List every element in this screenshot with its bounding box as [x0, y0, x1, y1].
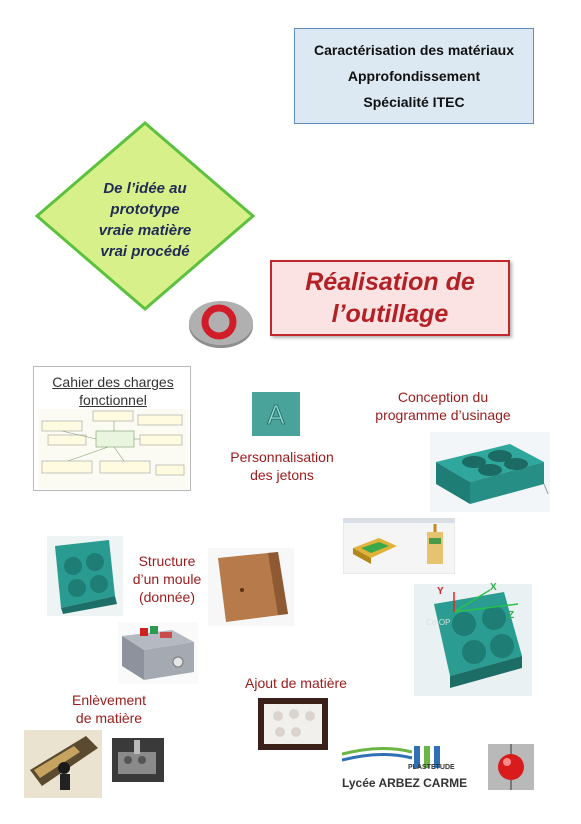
function-diagram-image	[38, 409, 188, 489]
concept-diamond	[34, 121, 256, 311]
plastetude-logo-text: PLASTETUDE	[408, 764, 455, 771]
plastetude-logo-graphic	[342, 746, 440, 768]
header-line-1: Caractérisation des matériaux	[314, 42, 514, 58]
svg-text:A: A	[267, 401, 285, 431]
cahier-title-line-2: fonctionnel	[79, 392, 147, 408]
cahier-title-line-1: Cahier des charges	[52, 374, 174, 390]
brown-mould-plate-image	[208, 548, 294, 626]
cad-axis-y: Y	[437, 586, 444, 597]
cad-axes-mould-image	[414, 584, 532, 696]
diamond-line-4: vrai procédé	[100, 243, 190, 260]
lycee-logo-text: Lycée ARBEZ CARME	[342, 776, 468, 790]
mould-structure-image	[47, 536, 123, 616]
conception-label: Conception du programme d’usinage	[375, 389, 511, 423]
printed-part-image	[258, 698, 328, 750]
diamond-line-3: vraie matière	[98, 222, 192, 239]
cad-axis-x: X	[490, 582, 497, 593]
realisation-line-2: l’outillage	[331, 300, 449, 328]
cad-origin-label: Co-OP	[426, 618, 451, 627]
machined-block-image	[118, 622, 198, 684]
header-line-3: Spécialité ITEC	[363, 94, 465, 110]
milling-tool-photo	[24, 730, 102, 798]
cam-software-screenshot	[343, 518, 455, 574]
diamond-line-1: De l’idée au	[103, 180, 187, 197]
concept-diamond-text: De l’idée au prototype vraie matière vra…	[70, 178, 220, 262]
cahier-des-charges-panel: Cahier des charges fonctionnel	[33, 366, 191, 491]
course-header-box: Caractérisation des matériaux Approfondi…	[294, 28, 534, 124]
header-line-2: Approfondissement	[347, 68, 481, 84]
letter-a-token-image: A	[252, 392, 300, 436]
cad-axis-z: Z	[508, 610, 515, 621]
diamond-line-2: prototype	[110, 201, 180, 218]
cnc-machine-photo	[112, 738, 164, 782]
token-image	[189, 301, 253, 348]
realisation-title-box: Réalisation de l’outillage	[270, 260, 510, 336]
structure-label: Structure d’un moule (donnée)	[132, 553, 202, 605]
cahier-title: Cahier des charges fonctionnel	[34, 373, 192, 409]
enlevement-label: Enlèvement de matière	[72, 692, 146, 726]
ajout-label: Ajout de matière	[245, 675, 347, 691]
red-sphere-logo	[488, 744, 534, 790]
realisation-line-1: Réalisation de	[305, 268, 475, 296]
personnalisation-label: Personnalisation des jetons	[230, 449, 334, 483]
cnc-mould-render-image	[430, 432, 550, 512]
